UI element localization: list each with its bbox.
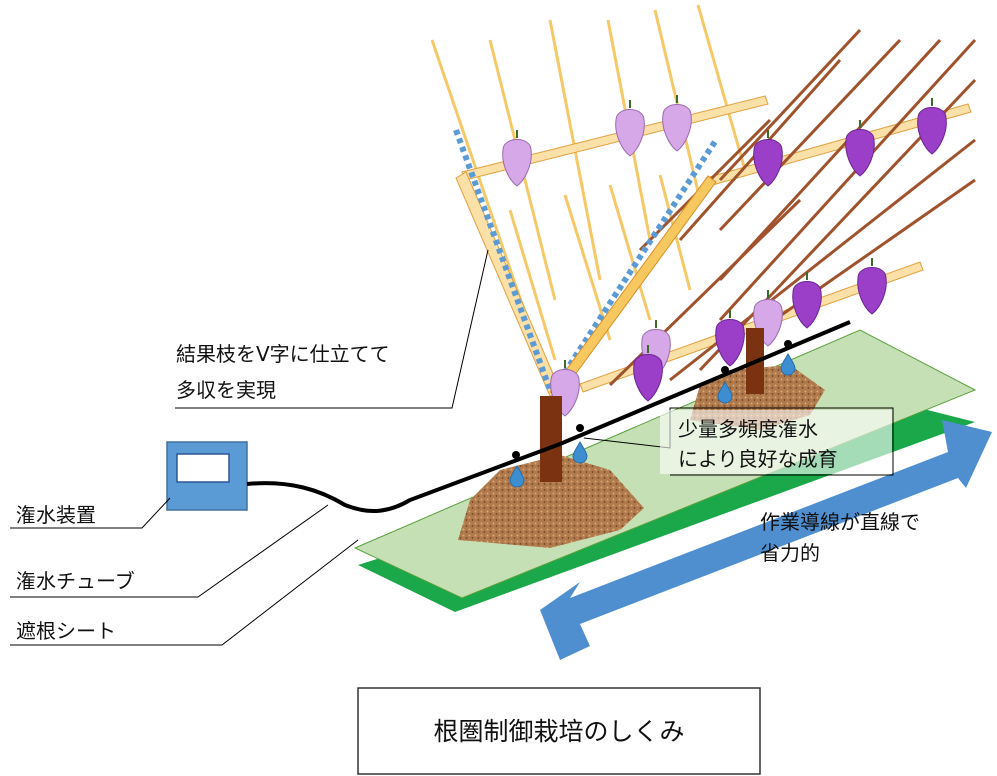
callout-lines (10, 249, 894, 646)
label-irrigation-tube: 潅水チューブ (16, 569, 135, 593)
label-irrigation-effect-line2: により良好な成育 (678, 447, 838, 471)
label-irrigation-effect-line1: 少量多頻度潅水 (678, 417, 818, 441)
label-v-training-line2: 多収を実現 (176, 378, 276, 402)
title-box: 根圏制御栽培のしくみ (357, 687, 761, 775)
irrigation-device-screen (176, 453, 230, 483)
diagram-title: 根圏制御栽培のしくみ (433, 717, 684, 746)
vine-trunk-front (540, 396, 562, 482)
work-line-arrow (540, 420, 992, 660)
soil-mound-front (458, 455, 644, 548)
label-root-sheet: 遮根シート (16, 619, 116, 643)
drip-dotted-lines (453, 128, 719, 392)
drip-emitters (512, 340, 792, 459)
label-work-line-line2: 省力的 (760, 541, 820, 565)
irrigation-device (166, 441, 248, 511)
label-v-training-line1: 結果枝をV字に仕立てて (176, 342, 390, 366)
label-irrigation-device: 潅水装置 (16, 503, 96, 527)
label-work-line-line1: 作業導線が直線で (760, 510, 920, 534)
v-frame-left (455, 171, 561, 397)
irrigation-tube (246, 320, 851, 513)
